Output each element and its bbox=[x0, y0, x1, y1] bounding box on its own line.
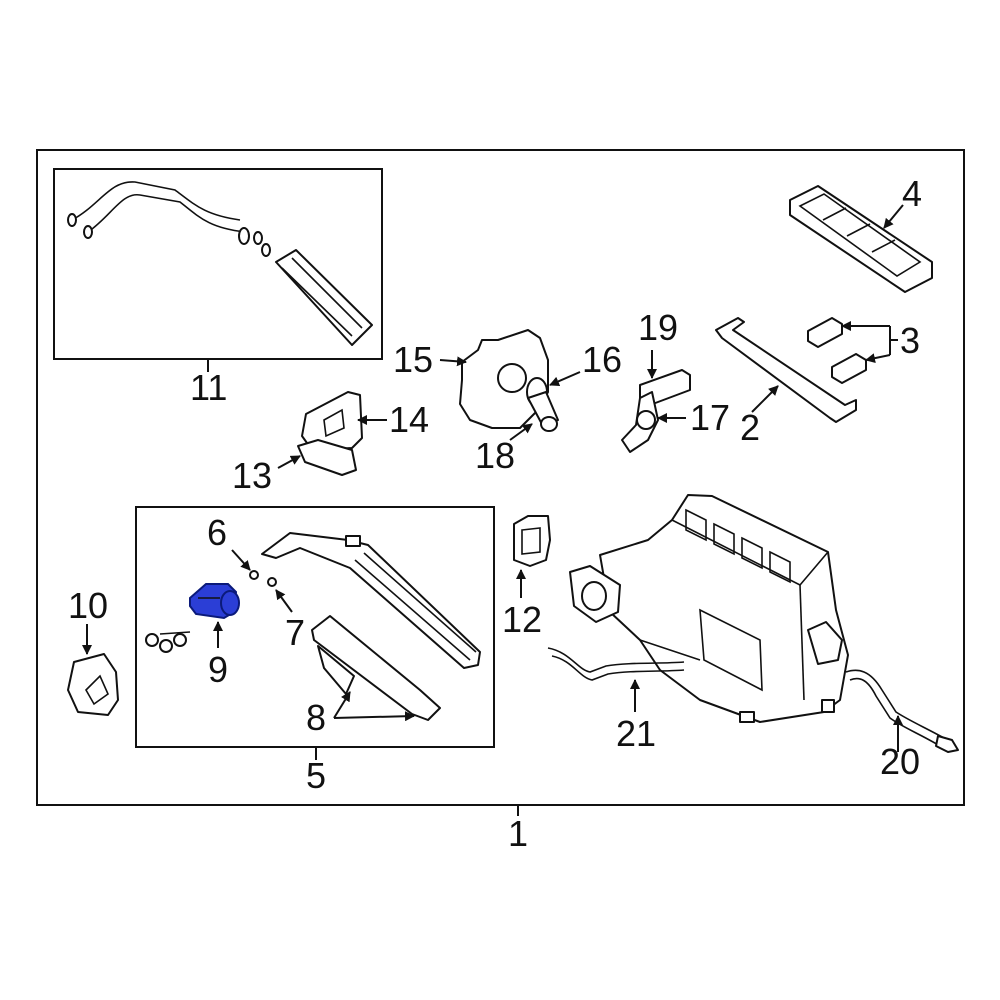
callout-6: 6 bbox=[207, 512, 227, 553]
callout-2: 2 bbox=[740, 407, 760, 448]
drain-hose-part-21[interactable] bbox=[547, 647, 685, 681]
o-ring-part-7[interactable] bbox=[267, 577, 277, 587]
gasket-part-10[interactable] bbox=[67, 653, 119, 716]
actuator-cover-part-15[interactable] bbox=[459, 329, 549, 429]
callout-13: 13 bbox=[232, 455, 272, 496]
callout-8: 8 bbox=[306, 697, 326, 738]
subassembly-box-11 bbox=[53, 168, 383, 360]
callout-10: 10 bbox=[68, 585, 108, 626]
filter-housing-part-4[interactable] bbox=[789, 185, 933, 293]
seal-part-2[interactable] bbox=[715, 317, 857, 423]
heater-core-assembly[interactable] bbox=[67, 181, 373, 346]
expansion-valve-part-9[interactable] bbox=[189, 583, 240, 620]
callout-16: 16 bbox=[582, 339, 622, 380]
duct-part-13[interactable] bbox=[297, 439, 357, 476]
callout-7: 7 bbox=[285, 612, 305, 653]
callout-4: 4 bbox=[902, 173, 922, 214]
drain-hose-part-20[interactable] bbox=[845, 669, 959, 753]
bolts-part-9-hardware bbox=[145, 631, 191, 653]
outer-frame bbox=[36, 149, 965, 806]
callout-19: 19 bbox=[638, 307, 678, 348]
arm-part-18[interactable] bbox=[527, 391, 559, 432]
o-ring-part-6[interactable] bbox=[249, 570, 259, 580]
bracket-part-14[interactable] bbox=[301, 391, 363, 451]
clip-part-3[interactable] bbox=[807, 317, 867, 384]
callout-12: 12 bbox=[502, 599, 542, 640]
callout-3: 3 bbox=[900, 320, 920, 361]
hvac-case-assembly[interactable] bbox=[569, 494, 849, 723]
filter-element-part-8[interactable] bbox=[311, 615, 441, 721]
callout-1: 1 bbox=[508, 813, 528, 854]
callout-9: 9 bbox=[208, 649, 228, 690]
callout-18: 18 bbox=[475, 435, 515, 476]
callout-20: 20 bbox=[880, 741, 920, 782]
evaporator-core[interactable] bbox=[261, 532, 481, 669]
callout-11: 11 bbox=[190, 367, 227, 408]
callout-14: 14 bbox=[389, 399, 429, 440]
callout-21: 21 bbox=[616, 713, 656, 754]
arm-part-17[interactable] bbox=[621, 391, 659, 453]
callout-15: 15 bbox=[393, 339, 433, 380]
callout-17: 17 bbox=[690, 397, 730, 438]
bracket-part-12[interactable] bbox=[513, 515, 551, 567]
callout-5: 5 bbox=[306, 755, 326, 796]
